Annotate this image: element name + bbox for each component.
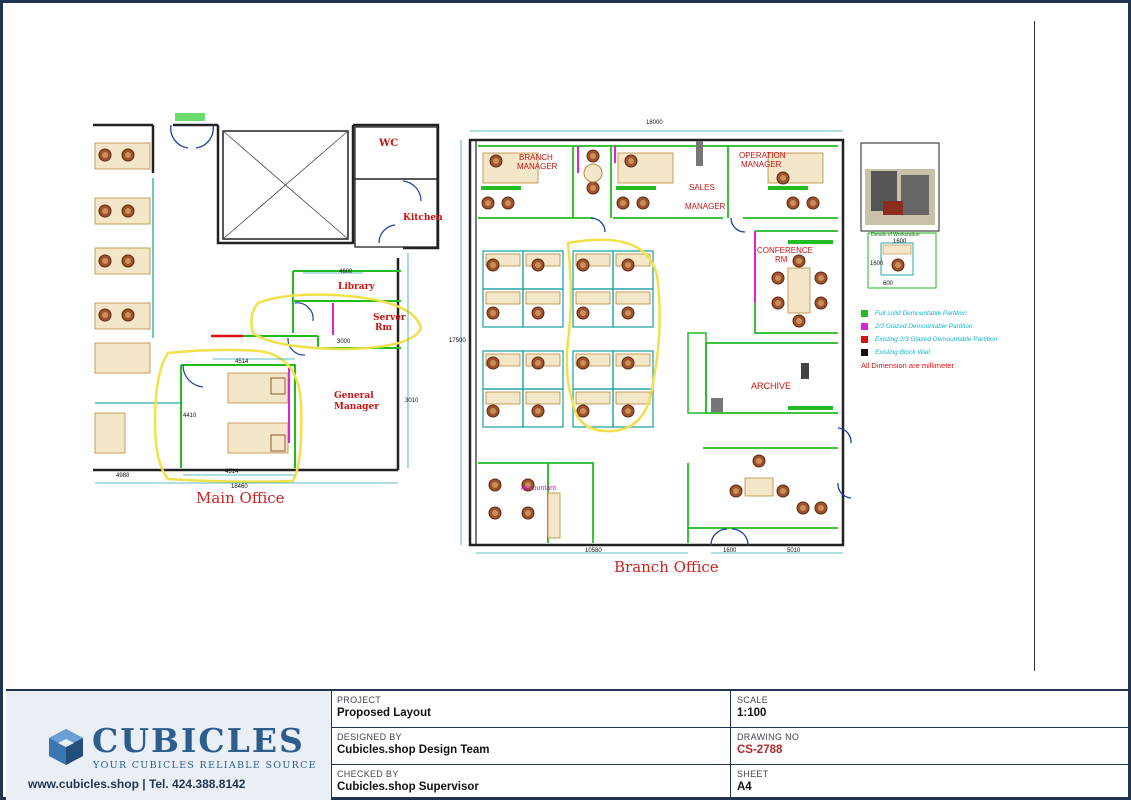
room-label-accountant: Accountant (521, 485, 557, 492)
legend-swatch (861, 349, 868, 356)
branch-office-title: Branch Office (614, 558, 719, 576)
legend-item: Full solid Demountable Partition (861, 307, 1031, 320)
project-cell: PROJECT Proposed Layout (331, 691, 731, 728)
legend-swatch (861, 310, 868, 317)
sheet-value: A4 (737, 781, 752, 793)
title-block: CUBICLES YOUR CUBICLES RELIABLE SOURCE w… (6, 689, 1131, 800)
brand-name: CUBICLES (92, 721, 305, 760)
room-label-operation: OPERATION (739, 151, 786, 160)
room-label-server-rm: Rm (375, 323, 393, 333)
legend-note: All Dimension are millimeter (861, 359, 1031, 372)
room-label-general-manager: Manager (334, 402, 379, 412)
drawing-no-value: CS-2788 (737, 744, 783, 756)
legend-text: Existing 2/3 Glazed Demountable Partitio… (875, 336, 998, 343)
legend: Full solid Demountable Partition 2/3 Gla… (861, 307, 1031, 372)
room-label-archive: ARCHIVE (751, 381, 792, 391)
main-office-title: Main Office (196, 489, 285, 507)
dim-main-gm-bottom: 4514 (225, 469, 239, 475)
thumbnail-frame (860, 142, 940, 289)
designed-value: Cubicles.shop Design Team (337, 744, 490, 756)
dim-branch-right: 5010 (787, 548, 801, 554)
scale-label: SCALE (737, 695, 769, 705)
room-label-conference-rm: RM (775, 255, 788, 264)
designed-cell: DESIGNED BY Cubicles.shop Design Team (331, 728, 731, 765)
dim-main-left: 4988 (116, 473, 130, 479)
room-label-server: Server (373, 313, 406, 323)
dim-main-server: 3000 (337, 339, 351, 345)
thumbnail-dim-depth: 600 (883, 281, 894, 287)
brand-tagline: YOUR CUBICLES RELIABLE SOURCE (93, 760, 317, 771)
cube-logo-icon (49, 729, 83, 765)
legend-text: All Dimension are millimeter (861, 361, 954, 370)
dim-main-library: 4600 (339, 269, 353, 275)
project-value: Proposed Layout (337, 707, 431, 719)
room-label-general: General (334, 391, 374, 401)
legend-swatch (861, 336, 868, 343)
room-label-wc: WC (379, 138, 399, 149)
branch-office-plan (460, 130, 852, 554)
dim-branch-door: 1600 (723, 548, 737, 554)
thumbnail-caption: Details of Workstation (871, 232, 920, 238)
checked-cell: CHECKED BY Cubicles.shop Supervisor (331, 765, 731, 800)
legend-item: Existing Block Wall (861, 346, 1031, 359)
dim-main-width: 18460 (231, 484, 248, 490)
project-label: PROJECT (337, 695, 382, 705)
checked-label: CHECKED BY (337, 769, 399, 779)
sheet-label: SHEET (737, 769, 769, 779)
thumbnail-dim-height: 1600 (870, 261, 884, 267)
legend-text: Full solid Demountable Partition (875, 310, 967, 317)
room-label-branch-manager: MANAGER (517, 162, 558, 171)
legend-item: 2/3 Glazed Demountable Partition (861, 320, 1031, 333)
dim-main-gm-height: 4410 (183, 413, 197, 419)
border-line (1034, 21, 1035, 671)
dim-branch-width: 18000 (646, 120, 663, 126)
legend-swatch (861, 323, 868, 330)
dim-branch-bottom: 10580 (585, 548, 602, 554)
checked-value: Cubicles.shop Supervisor (337, 781, 479, 793)
contact-info[interactable]: www.cubicles.shop | Tel. 424.388.8142 (28, 777, 246, 791)
sheet-cell: SHEET A4 (731, 765, 1131, 800)
room-label-operation-manager: MANAGER (741, 160, 782, 169)
drawing-no-label: DRAWING NO (737, 732, 800, 742)
thumbnail-dim-width: 1600 (893, 239, 907, 245)
room-label-library: Library (338, 282, 375, 292)
dim-main-right: 3010 (405, 398, 419, 404)
floor-plan-drawing (93, 113, 940, 554)
room-label-branch: BRANCH (519, 153, 553, 162)
room-label-kitchen: Kitchen (403, 213, 443, 223)
room-label-sales: SALES (689, 183, 715, 192)
main-office-plan (93, 113, 440, 484)
legend-text: 2/3 Glazed Demountable Partition (875, 323, 973, 330)
scale-cell: SCALE 1:100 (731, 691, 1131, 728)
dim-branch-height: 17500 (449, 338, 466, 344)
room-label-sales-manager: MANAGER (685, 202, 726, 211)
designed-label: DESIGNED BY (337, 732, 402, 742)
legend-text: Existing Block Wall (875, 349, 930, 356)
logo-cell: CUBICLES YOUR CUBICLES RELIABLE SOURCE w… (6, 691, 332, 800)
dim-main-gm-top: 4514 (235, 359, 249, 365)
room-label-conference: CONFERENCE (757, 246, 814, 255)
legend-item: Existing 2/3 Glazed Demountable Partitio… (861, 333, 1031, 346)
drawing-no-cell: DRAWING NO CS-2788 (731, 728, 1131, 765)
scale-value: 1:100 (737, 707, 767, 719)
